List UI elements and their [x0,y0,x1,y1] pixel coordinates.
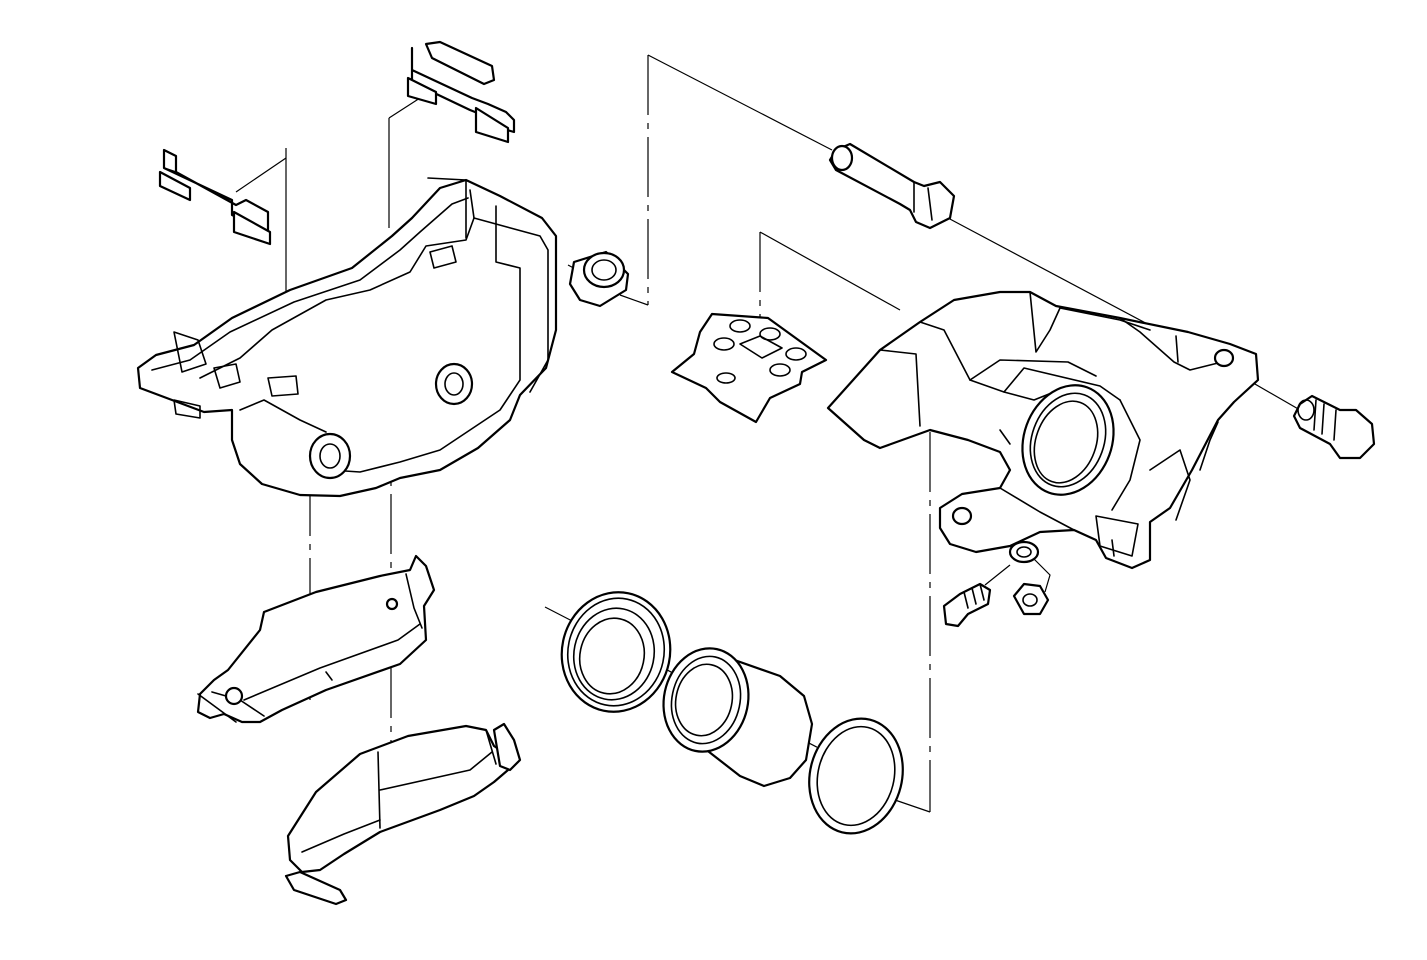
pad-shim [670,312,828,424]
bleeder-cap [1008,540,1050,616]
bushing [568,250,630,308]
anti-rattle-clip-upper [406,40,516,144]
piston [662,647,814,788]
dust-boot [560,591,672,713]
guide-pin-bolt [828,142,956,230]
inner-brake-pad [284,722,522,906]
caliper-bracket [136,177,558,498]
mounting-bolt [1292,394,1376,460]
bleeder-valve [942,582,992,628]
caliper-housing [826,290,1260,570]
piston-seal [808,717,904,835]
outer-brake-pad [196,554,436,724]
anti-rattle-clip-lower [158,148,272,246]
